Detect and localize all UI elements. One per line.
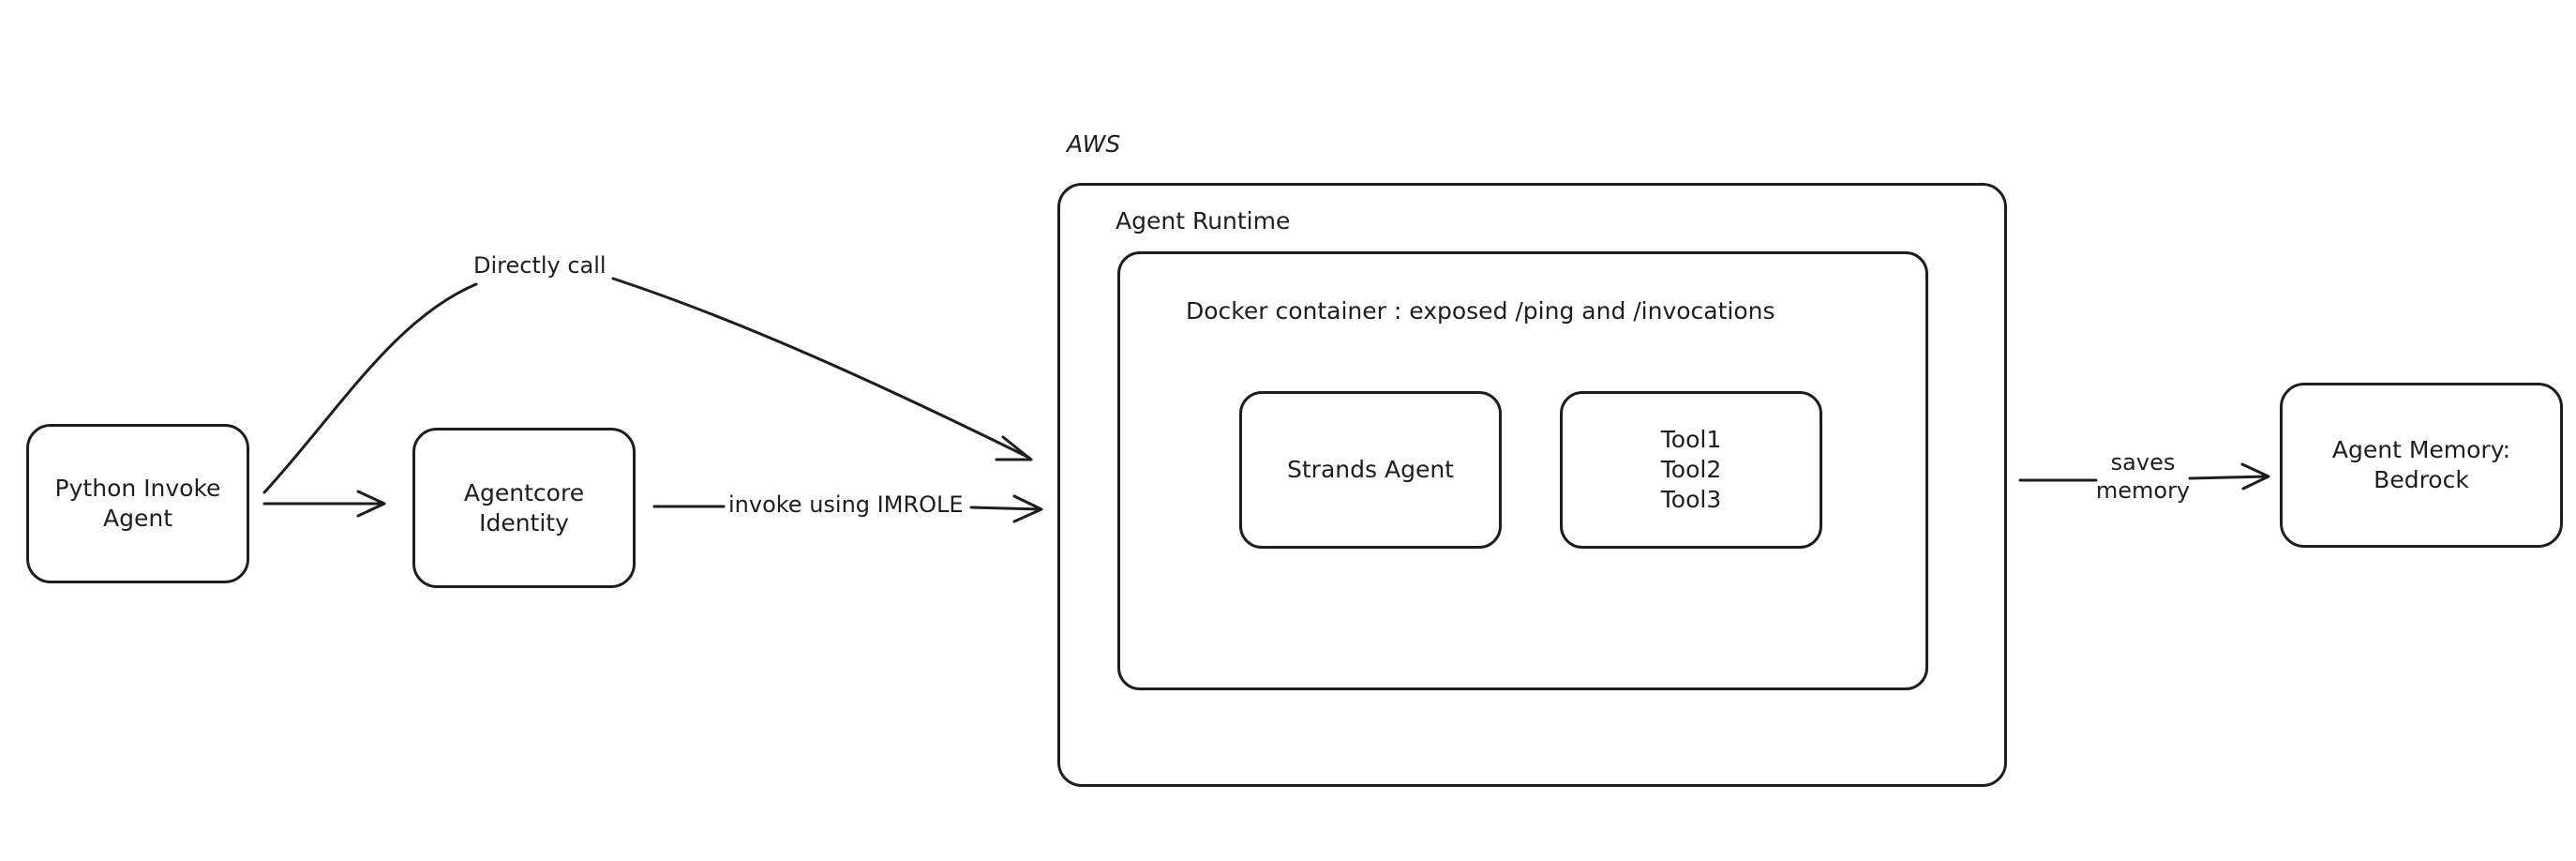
saves-memory-label: saves memory [2096, 448, 2190, 505]
directly-call-label: Directly call [473, 251, 607, 279]
agent-memory-label-line1: Agent Memory: [2331, 436, 2511, 463]
strands-agent-node: Strands Agent [1239, 391, 1502, 549]
docker-container-label: Docker container : exposed /ping and /in… [1186, 297, 1775, 325]
agentcore-identity-label-line2: Identity [479, 508, 569, 536]
invoke-using-imrole-label: invoke using IMROLE [728, 491, 964, 519]
tool2-label: Tool2 [1660, 456, 1722, 483]
python-invoke-agent-label-line1: Python Invoke [54, 475, 221, 502]
strands-agent-label: Strands Agent [1287, 456, 1454, 483]
saves-memory-arrowhead [2240, 462, 2270, 491]
saves-memory-label-line1: saves [2110, 449, 2176, 476]
invoke-edge-end [969, 506, 1042, 511]
directly-call-edge-start [262, 282, 478, 494]
directly-call-arrowhead [995, 435, 1033, 461]
agent-runtime-label: Agent Runtime [1116, 207, 1291, 234]
docker-container [1117, 251, 1928, 690]
agentcore-identity-label-line1: Agentcore [463, 478, 585, 506]
tools-node: Tool1 Tool2 Tool3 [1560, 391, 1822, 549]
saves-memory-label-line2: memory [2095, 477, 2191, 504]
saves-memory-edge-end [2188, 475, 2269, 480]
python-to-identity-arrowhead [356, 490, 386, 518]
directly-call-edge-end [611, 277, 1031, 460]
agentcore-identity-node: Agentcore Identity [412, 428, 636, 588]
aws-group-label: AWS [1067, 130, 1121, 158]
tool1-label: Tool1 [1660, 426, 1722, 453]
agent-memory-label-line2: Bedrock [2374, 466, 2469, 493]
tool3-label: Tool3 [1660, 486, 1722, 513]
invoke-arrowhead [1012, 494, 1043, 523]
python-invoke-agent-label-line2: Agent [103, 505, 172, 532]
agent-runtime-container [1057, 183, 2007, 787]
python-invoke-agent-node: Python Invoke Agent [26, 424, 249, 583]
agent-memory-node: Agent Memory: Bedrock [2280, 383, 2563, 548]
